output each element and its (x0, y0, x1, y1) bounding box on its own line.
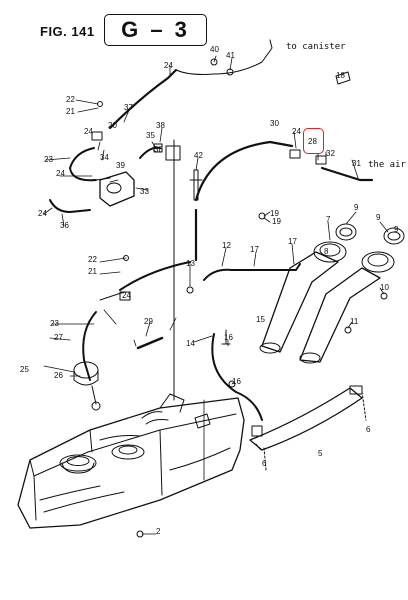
svg-text:36: 36 (60, 221, 69, 230)
svg-text:41: 41 (226, 51, 235, 60)
svg-text:22: 22 (66, 95, 75, 104)
svg-text:24: 24 (56, 169, 65, 178)
svg-text:35: 35 (146, 131, 155, 140)
svg-text:21: 21 (66, 107, 75, 116)
figure-code: G – 3 (104, 14, 207, 46)
svg-text:10: 10 (380, 283, 389, 292)
svg-text:9: 9 (394, 225, 399, 234)
svg-text:8: 8 (324, 247, 329, 256)
svg-text:19: 19 (270, 209, 279, 218)
svg-text:26: 26 (54, 371, 63, 380)
svg-text:25: 25 (20, 365, 29, 374)
svg-text:23: 23 (50, 319, 59, 328)
svg-text:23: 23 (44, 155, 53, 164)
svg-text:16: 16 (224, 333, 233, 342)
svg-text:42: 42 (194, 151, 203, 160)
svg-text:24: 24 (38, 209, 47, 218)
leader-lines (43, 55, 389, 535)
svg-text:16: 16 (232, 377, 241, 386)
svg-text:9: 9 (354, 203, 359, 212)
svg-text:38: 38 (154, 145, 163, 154)
svg-text:5: 5 (318, 449, 323, 458)
svg-text:39: 39 (116, 161, 125, 170)
svg-text:12: 12 (222, 241, 231, 250)
highlighted-part-label: 28 (308, 137, 317, 146)
fuel-tank (17, 393, 245, 529)
highlight-box (303, 128, 324, 154)
small-components (73, 58, 388, 538)
svg-text:20: 20 (108, 121, 117, 130)
svg-text:2: 2 (156, 527, 161, 536)
svg-text:27: 27 (54, 333, 63, 342)
filler-neck-assemblies (259, 223, 405, 364)
svg-text:6: 6 (262, 459, 267, 468)
svg-text:15: 15 (256, 315, 265, 324)
svg-text:24: 24 (292, 127, 301, 136)
svg-text:32: 32 (326, 149, 335, 158)
part-labels: 2 5 6 6 7 8 9 9 9 10 11 12 13 14 15 16 1… (20, 45, 399, 536)
svg-text:38: 38 (156, 121, 165, 130)
svg-text:6: 6 (366, 425, 371, 434)
note-the-air: the air (368, 160, 406, 170)
svg-text:17: 17 (288, 237, 297, 246)
svg-text:18: 18 (336, 71, 345, 80)
svg-text:24: 24 (122, 291, 131, 300)
svg-text:22: 22 (88, 255, 97, 264)
note-to-canister: to canister (286, 42, 346, 52)
svg-text:13: 13 (186, 259, 195, 268)
svg-text:7: 7 (326, 215, 331, 224)
svg-text:17: 17 (250, 245, 259, 254)
svg-text:14: 14 (186, 339, 195, 348)
svg-text:19: 19 (272, 217, 281, 226)
svg-text:29: 29 (144, 317, 153, 326)
svg-text:34: 34 (100, 153, 109, 162)
svg-text:31: 31 (352, 159, 361, 168)
svg-text:11: 11 (350, 317, 359, 326)
svg-text:21: 21 (88, 267, 97, 276)
svg-text:24: 24 (84, 127, 93, 136)
svg-text:24: 24 (164, 61, 173, 70)
svg-text:40: 40 (210, 45, 219, 54)
figure-label: FIG. 141 (40, 24, 95, 39)
svg-text:30: 30 (270, 119, 279, 128)
svg-text:9: 9 (376, 213, 381, 222)
svg-text:37: 37 (124, 103, 133, 112)
hoses (49, 39, 374, 471)
svg-text:33: 33 (140, 187, 149, 196)
